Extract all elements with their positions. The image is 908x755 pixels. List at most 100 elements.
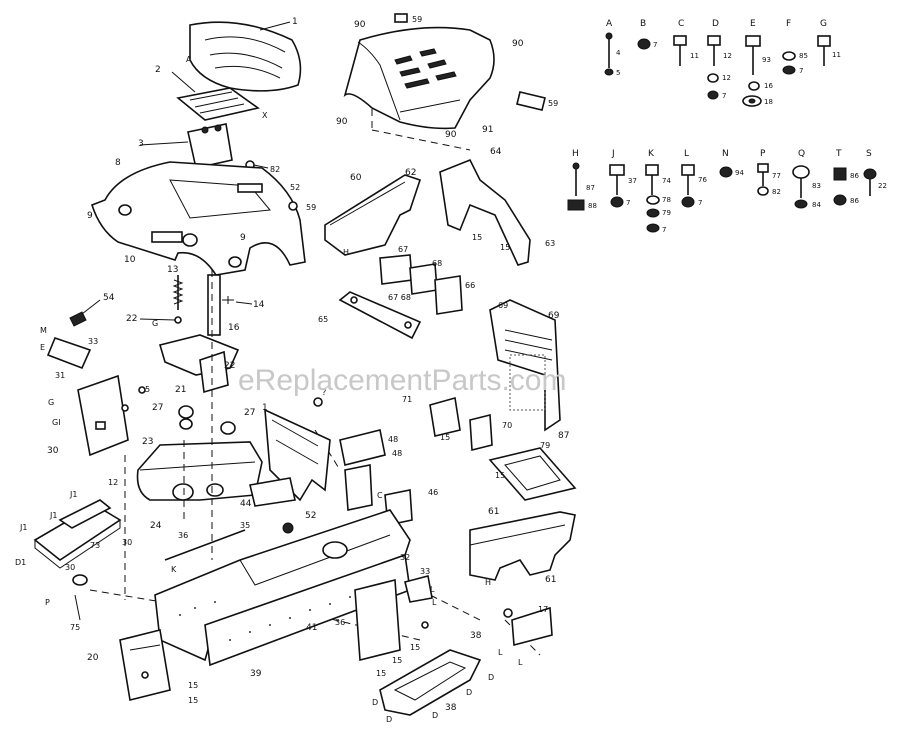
hood-side-panel-60: 60 62 H (324, 168, 422, 257)
svg-text:54: 54 (103, 293, 115, 303)
main-frame: 52 41 39 36 35 K (154, 509, 411, 679)
grille: 69 69 87 (489, 299, 569, 441)
svg-text:13: 13 (167, 265, 178, 275)
svg-text:48: 48 (392, 449, 402, 458)
spring-assembly: 13 14 16 22 (126, 265, 265, 336)
bracket-17: 17 L L (498, 605, 553, 667)
svg-text:2: 2 (155, 65, 161, 75)
svg-text:90: 90 (354, 20, 366, 30)
svg-text:D: D (466, 688, 472, 697)
svg-text:D: D (386, 715, 392, 724)
svg-text:71: 71 (402, 395, 412, 404)
svg-text:85: 85 (799, 52, 808, 60)
hood-vents (394, 48, 457, 89)
svg-text:86: 86 (850, 197, 859, 205)
rear-hitch-plate: 38 38 D D D D D (372, 631, 494, 724)
svg-text:69: 69 (548, 311, 560, 321)
svg-text:22: 22 (224, 361, 235, 371)
svg-text:17: 17 (538, 605, 548, 614)
hw-letter-G: G (820, 19, 827, 29)
svg-text:15: 15 (392, 656, 402, 665)
svg-text:30: 30 (47, 446, 59, 456)
svg-text:9: 9 (240, 233, 246, 243)
svg-text:M: M (40, 326, 47, 335)
hw-letter-C: C (678, 19, 684, 29)
svg-text:94: 94 (735, 169, 744, 177)
svg-text:60: 60 (350, 173, 362, 183)
svg-text:65: 65 (318, 315, 328, 324)
svg-text:7: 7 (662, 226, 666, 234)
left-side-panel: M E 33 31 G GI 30 5 (40, 326, 150, 457)
svg-text:1: 1 (292, 17, 298, 27)
svg-text:15: 15 (376, 669, 386, 678)
svg-text:D: D (488, 673, 494, 682)
svg-text:16: 16 (228, 323, 240, 333)
hw-letter-B: B (640, 19, 646, 29)
hw-letter-T: T (835, 149, 842, 159)
svg-text:14: 14 (253, 300, 265, 310)
svg-text:86: 86 (850, 172, 859, 180)
hw-letter-P: P (760, 149, 766, 159)
svg-text:22: 22 (126, 314, 137, 324)
svg-text:15: 15 (500, 243, 510, 252)
svg-text:C: C (377, 491, 383, 500)
hw-letter-N: N (722, 149, 729, 159)
battery-box: 23 24 (136, 437, 263, 531)
svg-text:27: 27 (244, 408, 255, 418)
step-plate: J1 J1 J1 D1 73 30 12 30 P 75 (15, 478, 132, 632)
svg-text:59: 59 (412, 15, 422, 24)
svg-text:18: 18 (764, 98, 773, 106)
svg-text:88: 88 (588, 202, 597, 210)
grille-mesh (509, 354, 546, 411)
hardware-row-1: A B C D E F G 4 5 7 11 12 12 7 93 16 (604, 19, 841, 107)
svg-text:59: 59 (306, 203, 316, 212)
svg-text:90: 90 (336, 117, 348, 127)
svg-text:70: 70 (502, 421, 512, 430)
svg-text:9: 9 (87, 211, 93, 221)
svg-text:D: D (372, 698, 378, 707)
svg-text:L: L (432, 598, 437, 607)
svg-text:75: 75 (70, 623, 80, 632)
svg-text:12: 12 (722, 74, 731, 82)
svg-text:90: 90 (445, 130, 457, 140)
svg-text:5: 5 (616, 69, 620, 77)
hw-letter-S: S (866, 149, 872, 159)
svg-text:41: 41 (306, 623, 317, 633)
svg-text:11: 11 (690, 52, 699, 60)
hw-letter-A: A (606, 19, 613, 29)
svg-text:68: 68 (432, 259, 442, 268)
svg-text:33: 33 (420, 567, 430, 576)
svg-text:7: 7 (698, 199, 702, 207)
svg-text:82: 82 (270, 165, 280, 174)
svg-text:X: X (262, 111, 268, 120)
svg-text:36: 36 (178, 531, 188, 540)
svg-text:E: E (40, 343, 45, 352)
svg-text:H: H (343, 248, 349, 257)
svg-text:J1: J1 (19, 523, 27, 532)
watermark-text: eReplacementParts.com (238, 364, 566, 397)
svg-text:21: 21 (175, 385, 186, 395)
rear-bracket-20: 20 15 15 (87, 629, 198, 705)
right-brackets: 48 48 46 C (339, 429, 438, 526)
svg-text:11: 11 (832, 51, 841, 59)
seat-bracket: 3 82 (138, 123, 280, 174)
svg-text:7: 7 (626, 199, 630, 207)
svg-text:77: 77 (772, 172, 781, 180)
svg-text:7: 7 (799, 67, 803, 75)
svg-text:84: 84 (812, 201, 821, 209)
svg-text:82: 82 (772, 188, 781, 196)
svg-text:GI: GI (52, 418, 61, 427)
svg-text:J1: J1 (69, 490, 77, 499)
svg-text:D: D (432, 711, 438, 720)
seat: 1 (189, 17, 302, 92)
svg-text:L: L (430, 585, 435, 594)
dash-bracket-64: 64 15 15 63 (439, 147, 555, 266)
svg-text:G: G (48, 398, 54, 407)
hw-letter-H: H (572, 149, 579, 159)
svg-text:90: 90 (512, 39, 524, 49)
hw-letter-L: L (684, 149, 689, 159)
hw-letter-F: F (786, 19, 791, 29)
svg-text:78: 78 (662, 196, 671, 204)
